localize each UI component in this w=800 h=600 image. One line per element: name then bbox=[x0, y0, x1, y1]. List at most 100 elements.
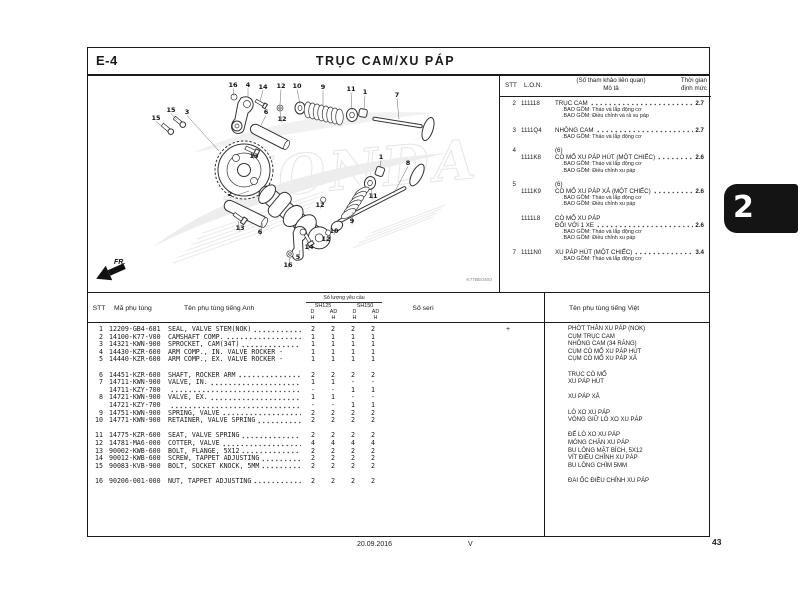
part-serial bbox=[383, 341, 543, 349]
part-qty-1: - bbox=[331, 385, 335, 394]
dotted-leader bbox=[589, 103, 694, 106]
diagram-callout-12: 12 bbox=[321, 235, 330, 243]
ref-description: (6) bbox=[555, 147, 563, 155]
ref-stt bbox=[500, 215, 516, 222]
page-frame: E-4 TRỤC CAM/XU PÁP HONDA bbox=[87, 47, 711, 537]
part-serial bbox=[383, 455, 543, 463]
part-code: 14775-KZR-600 bbox=[109, 431, 161, 440]
dotted-leader bbox=[221, 413, 301, 417]
diagram-callout-2: 2 bbox=[228, 190, 233, 198]
ref-note: .BAO GỒM: Tháo và lắp động cơ bbox=[562, 133, 642, 140]
ref-stt bbox=[500, 154, 516, 161]
part-name-en-text: VALVE, EX. bbox=[168, 393, 208, 402]
ref-note: .BAO GỒM: Điều chỉnh xu páp bbox=[562, 167, 636, 174]
exploded-diagram: HONDA bbox=[89, 74, 498, 292]
diagram-callout-9: 9 bbox=[321, 83, 326, 91]
callout-leader-line bbox=[296, 89, 301, 105]
valve-train-intake bbox=[294, 101, 435, 142]
dotted-leader bbox=[257, 420, 301, 424]
part-name-en bbox=[168, 402, 303, 410]
part-name-en bbox=[168, 387, 303, 395]
page-title: TRỤC CAM/XU PÁP bbox=[315, 54, 456, 68]
part-qty-1: 1 bbox=[331, 332, 335, 341]
part-qty-3: 2 bbox=[371, 461, 375, 470]
part-stt: 16 bbox=[95, 476, 103, 485]
callout-leader-line bbox=[333, 227, 337, 235]
fr-label: FR. bbox=[114, 259, 125, 266]
valve-train-exhaust bbox=[320, 163, 425, 236]
ref-note: .BAO GỒM: Điều chỉnh xu páp bbox=[562, 201, 636, 208]
part-qty-3: 1 bbox=[371, 355, 375, 364]
part-qty-0: 2 bbox=[311, 476, 315, 485]
ref-stt bbox=[500, 188, 516, 195]
part-name-vi: CỤM CÒ MỔ XU PÁP HÚT bbox=[568, 348, 642, 355]
callout-leader-line bbox=[232, 88, 235, 97]
knock-bolt-lower bbox=[232, 212, 249, 226]
diagram-callout-11: 11 bbox=[368, 192, 378, 200]
dotted-leader bbox=[657, 157, 694, 161]
dotted-leader bbox=[253, 329, 301, 333]
callout-leader-line bbox=[279, 89, 282, 105]
dotted-leader bbox=[596, 224, 694, 228]
part-qty-0: 2 bbox=[311, 325, 315, 333]
diagram-callout-16: 16 bbox=[283, 261, 293, 269]
part-name-vi: ĐẾ LÒ XO XU PÁP bbox=[568, 432, 621, 439]
part-qty-3: 1 bbox=[371, 347, 375, 356]
part-name-en-text: ARM COMP., EX. VALVE ROCKER - bbox=[168, 355, 284, 364]
diagram-callout-1: 1 bbox=[363, 88, 368, 96]
callout-leader-line bbox=[250, 151, 255, 160]
labor-reference-table: STT L.O.N. (Số tham khảo liên quan) Mô t… bbox=[499, 74, 711, 333]
callout-leader-line bbox=[155, 121, 165, 129]
diagram-callout-10: 10 bbox=[329, 227, 339, 235]
ref-lon-code: 1111L8 bbox=[521, 214, 541, 222]
diagram-callout-13: 13 bbox=[235, 224, 244, 232]
ref-header-lon: L.O.N. bbox=[524, 82, 543, 89]
part-qty-3: 2 bbox=[371, 416, 375, 425]
part-serial bbox=[383, 417, 543, 425]
part-stt: 1 bbox=[99, 325, 103, 333]
ref-time-value: 2.6 bbox=[695, 188, 704, 196]
part-qty-2: 1 bbox=[351, 340, 355, 349]
part-serial bbox=[383, 372, 543, 380]
part-code: 14440-KZR-600 bbox=[109, 355, 161, 364]
ref-header-stt: STT bbox=[505, 82, 517, 89]
part-name-en: SPROCKET, CAM(34T) bbox=[168, 341, 303, 349]
part-name-vi: CỤM CÒ MỔ XU PÁP XẢ bbox=[568, 356, 637, 363]
dotted-leader bbox=[634, 251, 694, 255]
part-qty-0: 2 bbox=[311, 416, 315, 425]
part-name-en-text: NUT, TAPPET ADJUSTING bbox=[168, 476, 252, 485]
knock-bolt-top bbox=[244, 145, 261, 158]
title-bar: E-4 TRỤC CAM/XU PÁP bbox=[88, 48, 709, 76]
part-stt: 10 bbox=[95, 416, 103, 425]
part-qty-1: 2 bbox=[331, 461, 335, 470]
part-qty-1: 2 bbox=[331, 408, 335, 417]
part-name-en: NUT, TAPPET ADJUSTING bbox=[168, 476, 303, 486]
callout-leader-line bbox=[350, 92, 353, 111]
part-qty-0: 1 bbox=[311, 378, 315, 387]
footer-version: V bbox=[468, 541, 473, 548]
ref-lon-code: 111118 bbox=[521, 100, 540, 107]
col-header-name-en: Tên phụ tùng tiếng Anh bbox=[184, 305, 255, 312]
part-name-vi: VÍT ĐIỀU CHỈNH XU PÁP bbox=[568, 455, 638, 462]
ref-lon-code: 1111K9 bbox=[521, 188, 541, 196]
part-name-vi: MÓNG CHẶN XU PÁP bbox=[568, 439, 630, 446]
col-header-serial: Số seri bbox=[412, 305, 434, 312]
part-stt: 4 bbox=[99, 347, 103, 356]
part-stt: 8 bbox=[99, 393, 103, 402]
part-qty-3: 2 bbox=[371, 408, 375, 417]
part-code: 14711-KWN-900 bbox=[109, 378, 161, 387]
part-name-en: SCREW, TAPPET ADJUSTING bbox=[168, 454, 303, 463]
dotted-leader bbox=[595, 129, 694, 133]
ref-lon-code bbox=[516, 222, 555, 229]
